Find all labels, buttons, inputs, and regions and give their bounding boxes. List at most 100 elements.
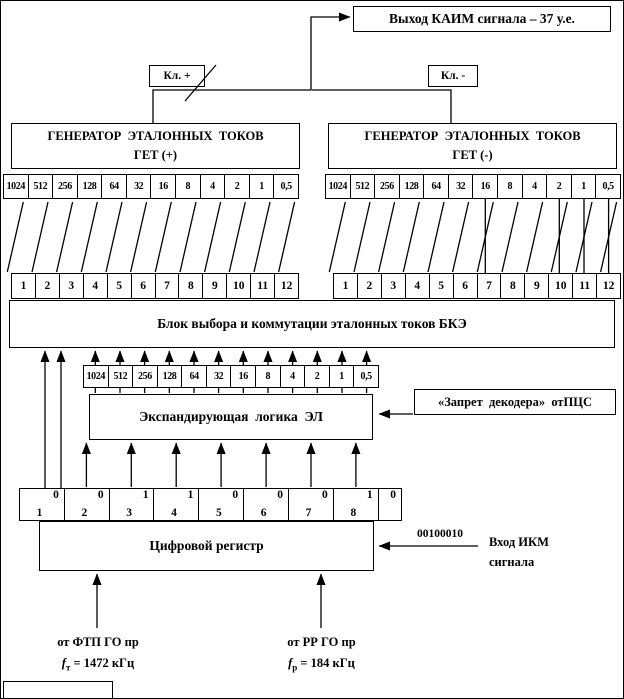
register-cell-bit: 0: [390, 489, 397, 501]
channel-cell: 1: [12, 274, 36, 298]
weight-cell: 32: [127, 175, 152, 198]
register-cell-bit: 1: [366, 489, 373, 501]
decoder-inhibit-box: «Запрет декодера» отПЦС: [414, 389, 616, 415]
decoder-inhibit-label: «Запрет декодера» отПЦС: [437, 394, 593, 409]
weight-cell: 32: [449, 175, 474, 198]
bke-box: Блок выбора и коммутации эталонных токов…: [9, 300, 615, 348]
source-ftp-label: от ФТП ГО пр fт = 1472 кГц: [19, 629, 177, 677]
output-box: Выход КАИМ сигнала – 37 у.е.: [353, 6, 611, 32]
channel-cell: 10: [227, 274, 252, 298]
channel-cell: 6: [454, 274, 478, 298]
channel-cell: 9: [525, 274, 550, 298]
left-switch-slashes: [6, 201, 296, 273]
weight-cell: 4: [281, 366, 306, 387]
bke-label: Блок выбора и коммутации эталонных токов…: [157, 316, 467, 331]
weight-cell: 2: [225, 175, 250, 198]
generator-minus-subtitle: ГЕТ (-): [452, 148, 493, 162]
ikm-input-line1: Вход ИКМ: [489, 535, 549, 549]
channel-cell: 4: [406, 274, 430, 298]
channel-cell: 1: [334, 274, 358, 298]
weight-cell: 0,5: [602, 181, 614, 192]
weight-cell: 256: [375, 175, 400, 198]
channel-cell: 11: [251, 274, 276, 298]
register-cell-extra: 0: [379, 489, 401, 520]
right-switch-verticals: [484, 199, 610, 273]
channel-cell: 12: [602, 280, 615, 292]
weight-cell: 1024: [84, 366, 109, 387]
register-cell-bit: 1: [142, 489, 149, 501]
weight-cell: 2: [547, 175, 572, 198]
channel-cell: 4: [84, 274, 108, 298]
weight-cell: 1: [330, 366, 355, 387]
switch-plus-text: Кл. +: [163, 70, 191, 82]
channel-cell: 9: [203, 274, 228, 298]
register-cell-bit: 0: [232, 489, 239, 501]
register-to-expander-arrows: [81, 442, 361, 487]
source-rr-line1: от РР ГО пр: [287, 635, 356, 649]
weight-cell: 4: [201, 175, 226, 198]
generator-plus-box: ГЕНЕРАТОР ЭТАЛОННЫХ ТОКОВ ГЕТ (+): [11, 123, 300, 169]
weight-cell: 256: [53, 175, 78, 198]
channel-cell: 12: [280, 280, 293, 292]
channel-cell: 3: [60, 274, 84, 298]
weight-cell: 512: [351, 175, 376, 198]
corner-box: [3, 681, 113, 698]
generator-plus-title: ГЕНЕРАТОР ЭТАЛОННЫХ ТОКОВ: [47, 129, 264, 143]
channel-cell: 8: [179, 274, 204, 298]
weight-cell: 16: [231, 366, 257, 387]
weight-cell: 1: [572, 175, 597, 198]
weight-cell: 0,5: [360, 371, 372, 382]
source-ftp-line2: fт = 1472 кГц: [61, 656, 135, 673]
register-cell-bit: 0: [322, 489, 328, 501]
expander-box: Экспандирующая логика ЭЛ: [89, 394, 373, 440]
source-rr-line2: fр = 184 кГц: [288, 656, 355, 673]
ikm-input-label: Вход ИКМ сигнала: [479, 527, 579, 577]
weight-cell: 128: [400, 175, 425, 198]
weight-cell: 128: [78, 175, 103, 198]
weight-cell: 16: [151, 175, 177, 198]
ikm-code-label: 00100010: [407, 528, 473, 545]
weight-cell: 64: [424, 175, 449, 198]
weight-cell: 1024: [326, 175, 351, 198]
switch-minus-text: Кл. -: [440, 70, 466, 82]
weight-cell: 512: [29, 175, 54, 198]
weight-cell: 128: [158, 366, 183, 387]
channel-cell: 6: [132, 274, 156, 298]
channel-cell: 7: [478, 274, 502, 298]
weight-cell: 64: [102, 175, 127, 198]
channel-cell: 5: [108, 274, 132, 298]
clock-input-arrows: [92, 573, 326, 628]
channel-cell: 3: [382, 274, 406, 298]
register-cell-number: 2: [81, 507, 88, 519]
weight-cell: 16: [473, 175, 499, 198]
weight-cell: 8: [256, 366, 281, 387]
register-box: Цифровой регистр: [39, 521, 374, 571]
register-cell-bit: 0: [53, 489, 59, 501]
generator-minus-title: ГЕНЕРАТОР ЭТАЛОННЫХ ТОКОВ: [364, 129, 581, 143]
register-cell-bit: 0: [277, 489, 283, 501]
weight-cell: 1024: [4, 175, 29, 198]
source-rr-label: от РР ГО пр fр = 184 кГц: [244, 629, 399, 677]
weight-cell: 8: [498, 175, 523, 198]
channel-cell: 11: [573, 274, 598, 298]
register-cell-number: 8: [350, 507, 357, 519]
generator-minus-box: ГЕНЕРАТОР ЭТАЛОННЫХ ТОКОВ ГЕТ (-): [328, 123, 617, 169]
ikm-input-line2: сигнала: [489, 555, 535, 569]
register-cell-number: 6: [260, 507, 267, 519]
channel-cell: 2: [36, 274, 60, 298]
weight-cell: 8: [176, 175, 201, 198]
channel-cell: 10: [549, 274, 574, 298]
register-cell-number: 7: [305, 507, 312, 519]
